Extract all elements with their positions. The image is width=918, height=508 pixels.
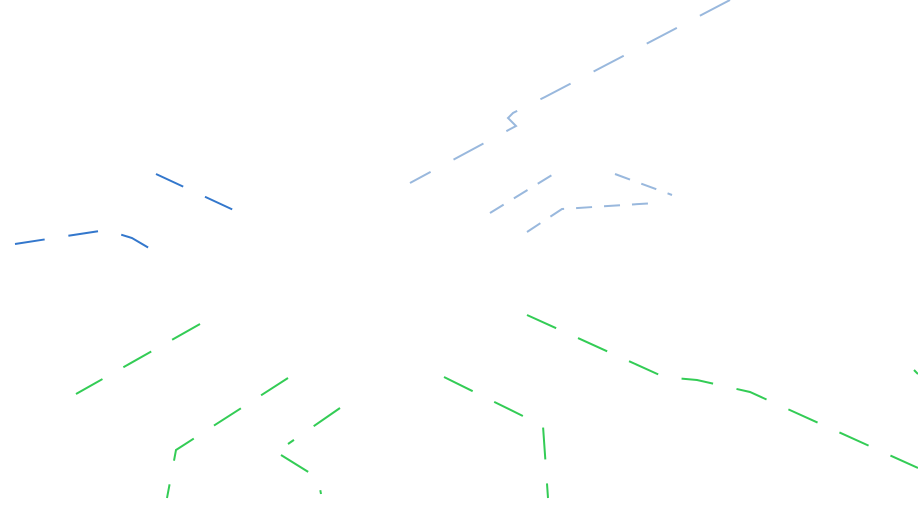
route-green-small-hook[interactable]	[280, 454, 322, 495]
route-lightblue-branch-upper[interactable]	[489, 174, 553, 214]
route-green-center[interactable]	[443, 376, 549, 499]
route-green-right-long[interactable]	[526, 314, 918, 469]
route-green-edge-stub[interactable]	[913, 369, 918, 375]
route-lightblue-branch-lower[interactable]	[526, 202, 656, 233]
route-lightblue-branch-right[interactable]	[614, 173, 673, 196]
route-blue-lower[interactable]	[14, 228, 160, 255]
route-green-bottom-left[interactable]	[166, 377, 289, 499]
route-green-left-diagonal[interactable]	[75, 323, 201, 395]
route-lightblue-main[interactable]	[409, 0, 731, 184]
route-green-small-branch[interactable]	[287, 407, 341, 445]
route-blue-upper[interactable]	[155, 173, 241, 214]
